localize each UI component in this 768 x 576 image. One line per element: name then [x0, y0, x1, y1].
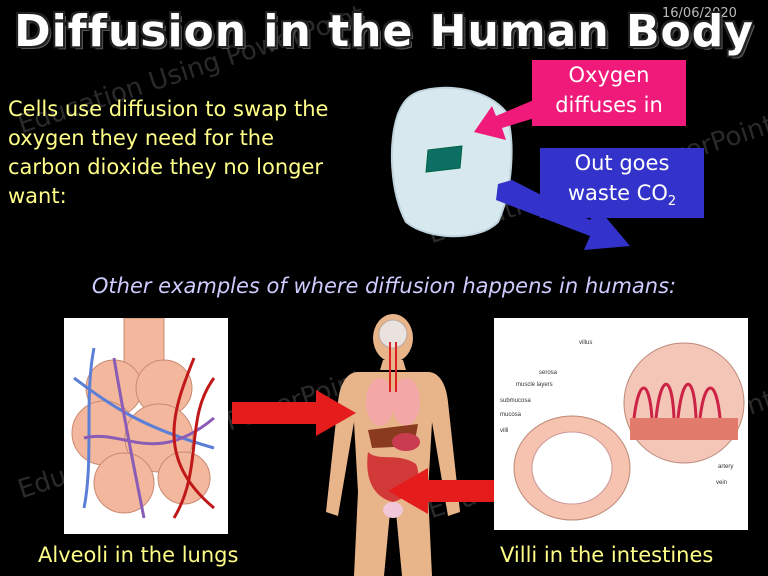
oxygen-label-box: Oxygen diffuses in	[532, 60, 686, 126]
co2-line2-main: waste CO	[567, 181, 668, 205]
villi-label-muscle: muscle layers	[516, 382, 553, 388]
villi-label-artery: artery	[718, 464, 733, 470]
other-examples-heading: Other examples of where diffusion happen…	[91, 274, 677, 298]
villi-label-vein: vein	[716, 480, 727, 486]
villi-label-submucosa: submucosa	[500, 398, 531, 404]
alveoli-illustration	[64, 318, 228, 534]
slide-title: Diffusion in the Human Body	[14, 6, 754, 57]
red-arrow-right-icon	[232, 390, 356, 436]
co2-label-box: Out goes waste CO2	[540, 148, 704, 218]
villi-label-villus: villus	[579, 340, 592, 346]
caption-alveoli: Alveoli in the lungs	[38, 543, 239, 567]
villi-label-villi: villi	[500, 428, 508, 434]
villi-label-serosa: serosa	[539, 370, 558, 376]
intro-text: Cells use diffusion to swap the oxygen t…	[8, 97, 329, 208]
co2-line1: Out goes	[574, 151, 670, 175]
co2-line2: waste CO2	[540, 178, 704, 217]
oxygen-line2: diffuses in	[555, 93, 663, 117]
co2-line2-sub: 2	[667, 194, 677, 210]
oxygen-arrow-icon	[474, 94, 548, 140]
co2-arrow-icon	[496, 180, 630, 250]
villi-illustration: villus serosa muscle layers submucosa mu…	[494, 318, 748, 530]
human-body-illustration	[326, 314, 460, 576]
red-arrow-left-icon	[388, 468, 498, 514]
cell-nucleus	[425, 145, 463, 173]
slide-date: 16/06/2020	[662, 6, 737, 21]
villi-label-mucosa: mucosa	[500, 412, 522, 418]
oxygen-line1: Oxygen	[568, 63, 650, 87]
caption-villi: Villi in the intestines	[500, 543, 714, 567]
